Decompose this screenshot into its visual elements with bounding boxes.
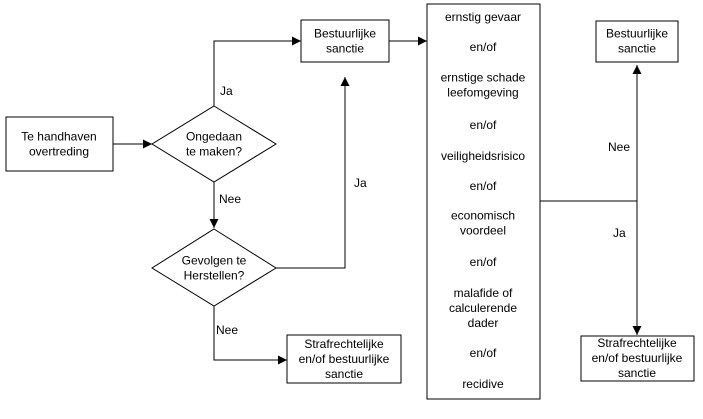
criteria-line: malafide of: [454, 286, 513, 300]
criteria-line: en/of: [470, 118, 497, 132]
label-line: Gevolgen te: [182, 254, 247, 268]
criteria-item: veiligheidsrisico: [441, 149, 525, 163]
label-line: Te handhaven: [21, 130, 96, 144]
arrow-gevolgen-ja: [276, 77, 350, 269]
label-line: Strafrechtelijke: [304, 337, 384, 351]
label-line: sanctie: [326, 42, 364, 56]
criteria-line: en/of: [470, 255, 497, 269]
arrow-ongedaan-ja: [213, 36, 301, 106]
criteria-line: voordeel: [460, 224, 506, 238]
ja-label-right: Ja: [613, 226, 626, 240]
ja-label-gevolgen: Ja: [354, 176, 367, 190]
nee-label-bottom: Nee: [216, 323, 238, 337]
criteria-line: en/of: [470, 179, 497, 193]
label-line: Bestuurlijke: [314, 27, 376, 41]
criteria-line: calculerende: [449, 301, 517, 315]
criteria-line: veiligheidsrisico: [441, 149, 525, 163]
criteria-connector-text: en/of: [470, 40, 497, 54]
criteria-connector-text: en/of: [470, 346, 497, 360]
label-line: sanctie: [618, 366, 656, 380]
criteria-line: en/of: [470, 40, 497, 54]
label-line: Bestuurlijke: [606, 27, 668, 41]
label-line: Herstellen?: [184, 269, 245, 283]
label-line: sanctie: [618, 42, 656, 56]
criteria-item: ernstig gevaar: [445, 10, 521, 24]
criteria-connector-text: en/of: [470, 255, 497, 269]
criteria-line: leefomgeving: [447, 86, 518, 100]
criteria-line: ernstig gevaar: [445, 10, 521, 24]
criteria-line: recidive: [462, 377, 504, 391]
criteria-connector-text: en/of: [470, 179, 497, 193]
label-line: en/of bestuurlijke: [592, 351, 683, 365]
ja-label-top: Ja: [220, 84, 233, 98]
criteria-line: en/of: [470, 346, 497, 360]
label-line: Strafrechtelijke: [597, 336, 677, 350]
label-line: en/of bestuurlijke: [299, 352, 390, 366]
connectors: [113, 36, 642, 365]
criteria-item: recidive: [462, 377, 504, 391]
arrow-gevolgen-nee: [213, 306, 287, 365]
criteria-line: dader: [468, 316, 499, 330]
criteria-line: ernstige schade: [441, 71, 526, 85]
criteria-connector-text: en/of: [470, 118, 497, 132]
nee-label-middle: Nee: [219, 192, 241, 206]
label-line: Ongedaan: [186, 130, 242, 144]
criteria-line: economisch: [451, 209, 515, 223]
nee-label-right: Nee: [608, 140, 630, 154]
label-line: sanctie: [325, 367, 363, 381]
label-line: overtreding: [29, 145, 89, 159]
label-line: te maken?: [186, 145, 242, 159]
